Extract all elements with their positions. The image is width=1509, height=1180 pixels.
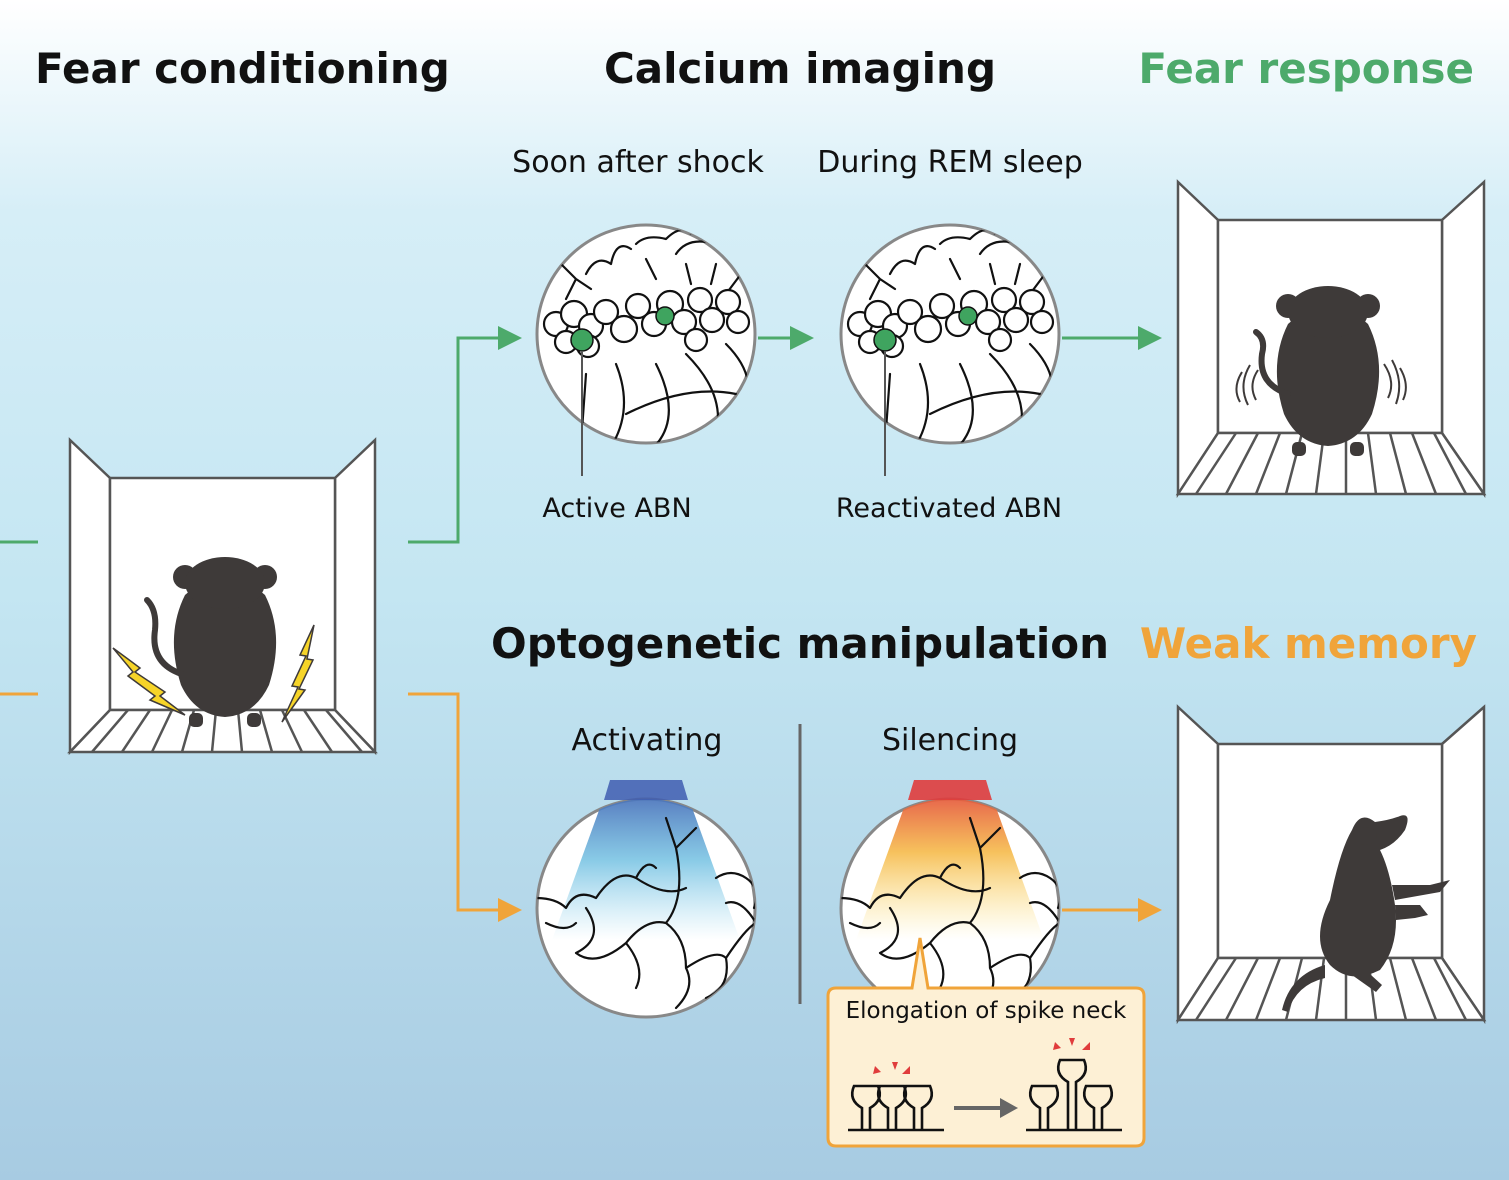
label-during-rem-sleep: During REM sleep xyxy=(817,145,1083,180)
blue-light-beam xyxy=(604,780,688,800)
mouse-icon xyxy=(1282,815,1450,1012)
label-silencing: Silencing xyxy=(882,723,1018,758)
arrow-icon xyxy=(1138,898,1162,922)
red-light-beam xyxy=(908,780,992,800)
conditioning-chamber xyxy=(67,437,378,756)
orange-pathway xyxy=(0,692,1162,922)
spine-activity-marks xyxy=(873,1062,910,1074)
label-active-abn: Active ABN xyxy=(542,493,691,524)
fear-response-chamber xyxy=(1175,179,1487,499)
mouse-icon xyxy=(1253,286,1380,456)
label-soon-after-shock: Soon after shock xyxy=(512,145,764,180)
spine-callout: Elongation of spike neck xyxy=(826,937,1146,1148)
activating-circle xyxy=(535,780,757,1019)
shiver-marks xyxy=(1235,359,1407,406)
heading-fear-conditioning: Fear conditioning xyxy=(35,44,450,93)
calcium-circle-1 xyxy=(535,223,757,476)
lightning-icon xyxy=(112,647,186,716)
arrow-icon xyxy=(1138,326,1162,350)
spine-activity-marks xyxy=(1053,1038,1090,1050)
heading-fear-response: Fear response xyxy=(1138,44,1474,93)
callout-title: Elongation of spike neck xyxy=(846,998,1127,1024)
heading-weak-memory: Weak memory xyxy=(1140,619,1477,668)
spine-icon xyxy=(848,1084,944,1132)
weak-memory-chamber xyxy=(1175,704,1487,1025)
heading-optogenetic-manipulation: Optogenetic manipulation xyxy=(491,619,1109,668)
active-abn-cell xyxy=(570,328,594,352)
spine-icon xyxy=(1026,1058,1122,1132)
label-activating: Activating xyxy=(572,723,723,758)
reactivated-abn-cell xyxy=(873,328,897,352)
silencing-circle xyxy=(839,780,1061,1019)
mouse-icon xyxy=(144,557,277,727)
label-reactivated-abn: Reactivated ABN xyxy=(836,493,1062,524)
calcium-circle-2 xyxy=(839,223,1061,476)
heading-calcium-imaging: Calcium imaging xyxy=(604,44,996,93)
arrow-icon xyxy=(790,326,814,350)
green-pathway xyxy=(0,326,1162,544)
arrow-icon xyxy=(498,326,522,350)
arrow-icon xyxy=(498,898,522,922)
lightning-icon xyxy=(281,624,315,723)
